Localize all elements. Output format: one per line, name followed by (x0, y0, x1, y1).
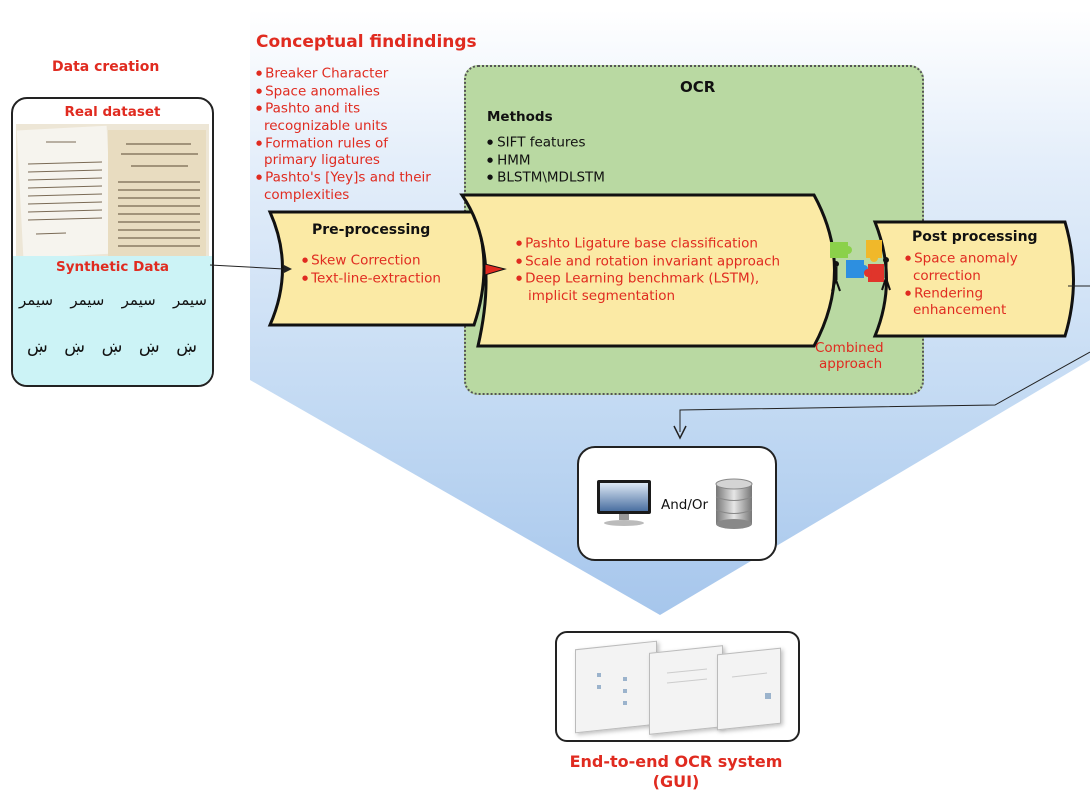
finding-item: Breaker Character (256, 65, 471, 83)
document-scan-icon (16, 125, 206, 259)
methods-title: Methods (487, 109, 553, 125)
synthetic-word: سیمر (121, 291, 156, 309)
ocr-item-cont: implicit segmentation (528, 287, 676, 304)
finding-item: Pashto and its (256, 100, 471, 118)
database-icon (715, 478, 753, 529)
preprocessing-title: Pre-processing (312, 222, 431, 238)
synthetic-word: سیمر (70, 291, 105, 309)
ocr-item: Deep Learning benchmark (LSTM), (516, 270, 780, 288)
puzzle-people-icon (830, 240, 891, 292)
ocr-banner-list: Pashto Ligature base classification Scal… (516, 235, 780, 305)
gui-label: End-to-end OCR system (GUI) (520, 752, 832, 792)
method-item: SIFT features (487, 134, 605, 152)
synthetic-glyph: ښ (101, 337, 123, 357)
and-or-label: And/Or (661, 497, 709, 513)
postprocessing-list: Space anomaly correction Rendering enhan… (905, 250, 1018, 319)
conceptual-findings-list: Breaker Character Space anomalies Pashto… (256, 65, 471, 204)
gui-label-line-2: (GUI) (652, 772, 700, 791)
synthetic-glyph: ښ (176, 337, 197, 357)
combined-line-1: Combined (815, 340, 884, 356)
storage-card: And/Or (577, 446, 777, 561)
monitor-icon (597, 480, 651, 526)
synthetic-data-title: Synthetic Data (55, 259, 170, 275)
synthetic-word: سیمر (172, 291, 207, 309)
data-creation-heading: Data creation (52, 59, 160, 75)
postprocessing-item: Space anomaly (905, 250, 1018, 268)
gui-card (555, 631, 800, 742)
conceptual-findings-heading: Conceptual findindings (256, 32, 477, 52)
red-arrow-icon (484, 263, 507, 276)
preprocessing-list: Skew Correction Text-line-extraction (302, 252, 441, 287)
preprocessing-item: Text-line-extraction (302, 270, 441, 288)
finding-item-cont: recognizable units (264, 117, 388, 134)
synthetic-row-2: ښ ښ ښ ښ ښ (27, 337, 197, 357)
combined-approach-label: Combined approach (815, 340, 884, 372)
ocr-title: OCR (680, 78, 716, 96)
postprocessing-title: Post processing (912, 229, 1038, 245)
synthetic-word: سیمر (19, 291, 54, 309)
synthetic-glyph: ښ (27, 337, 48, 357)
methods-list: SIFT features HMM BLSTM\MDLSTM (487, 134, 605, 187)
gui-label-line-1: End-to-end OCR system (569, 752, 783, 771)
ocr-item: Scale and rotation invariant approach (516, 253, 780, 271)
combined-line-2: approach (819, 356, 883, 372)
synthetic-glyph: ښ (64, 337, 86, 357)
finding-item-cont: primary ligatures (264, 152, 380, 168)
real-dataset-title: Real dataset (64, 104, 161, 120)
data-creation-card: Real dataset (11, 97, 214, 387)
finding-item: Formation rules of (256, 135, 471, 153)
method-item: HMM (487, 152, 605, 170)
method-item: BLSTM\MDLSTM (487, 169, 605, 187)
preprocessing-item: Skew Correction (302, 252, 441, 270)
real-dataset-image (16, 124, 209, 259)
finding-item: Space anomalies (256, 83, 471, 101)
postprocessing-item: Rendering (905, 285, 1018, 303)
synthetic-data-area (13, 256, 212, 385)
synthetic-row-1: سیمر سیمر سیمر سیمر (19, 291, 207, 309)
postprocessing-item-cont: enhancement (913, 302, 1007, 318)
gui-screenshot-details (597, 668, 771, 705)
finding-item: Pashto's [Yey]s and their (256, 169, 471, 187)
synthetic-glyph: ښ (138, 337, 160, 357)
ocr-item: Pashto Ligature base classification (516, 235, 780, 253)
finding-item-cont: complexities (264, 186, 350, 203)
postprocessing-item-cont: correction (913, 267, 981, 284)
